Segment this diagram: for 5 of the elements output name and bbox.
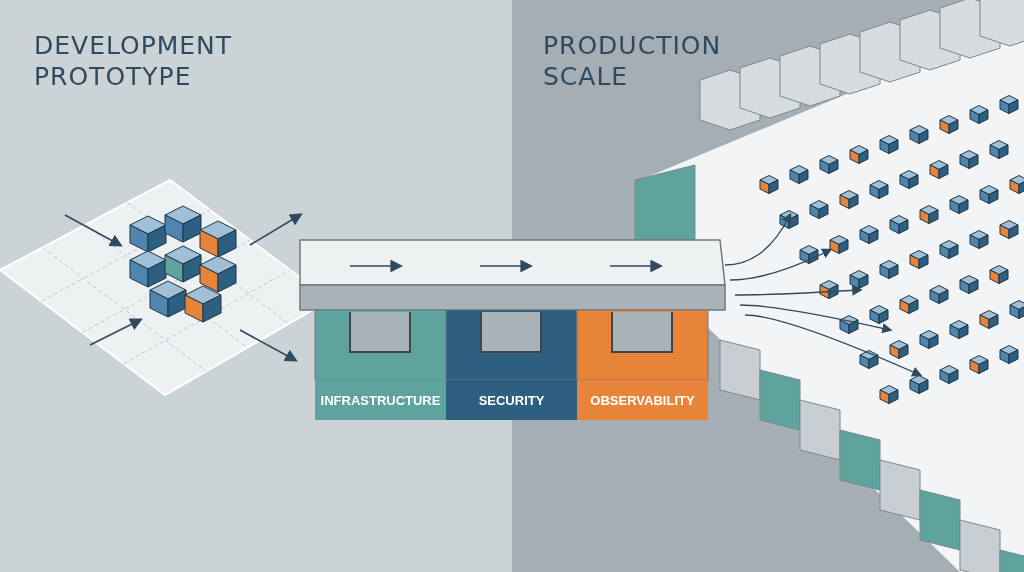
pillar-label: OBSERVABILITY bbox=[577, 380, 708, 420]
heading: DEVELOPMENT PROTOTYPE bbox=[34, 30, 234, 92]
pillar-label: SECURITY bbox=[446, 380, 577, 420]
pillar-label: INFRASTRUCTURE bbox=[315, 380, 446, 420]
heading: PRODUCTION SCALE bbox=[543, 30, 723, 92]
